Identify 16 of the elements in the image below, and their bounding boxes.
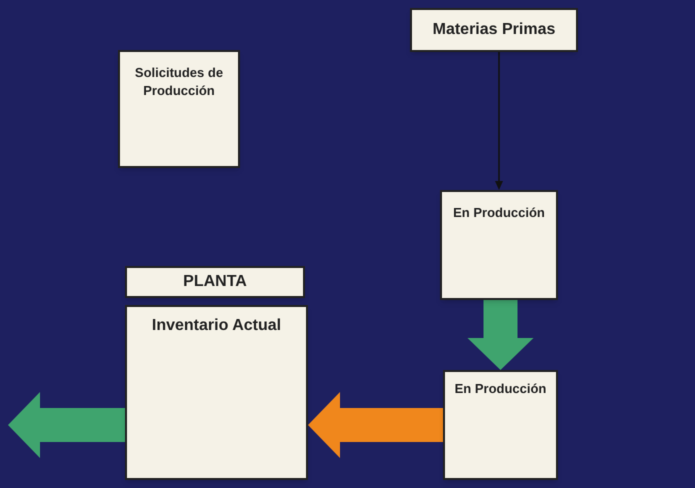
card-label: En Producción xyxy=(454,380,548,398)
arrow xyxy=(495,52,503,190)
block-arrow xyxy=(8,392,125,458)
card-label: Solicitudes de Producción xyxy=(134,64,224,100)
paper-card xyxy=(440,190,558,300)
card-label: Inventario Actual xyxy=(150,316,282,336)
card-label: En Producción xyxy=(452,204,546,222)
paper-card xyxy=(443,370,558,480)
card-label: Materias Primas xyxy=(432,20,556,40)
paper-card xyxy=(125,305,308,480)
paper-card xyxy=(125,266,305,298)
paper-card xyxy=(410,8,578,52)
block-arrow xyxy=(308,392,443,458)
block-arrow xyxy=(468,300,534,370)
card-label: PLANTA xyxy=(182,272,248,292)
paper-card xyxy=(118,50,240,168)
